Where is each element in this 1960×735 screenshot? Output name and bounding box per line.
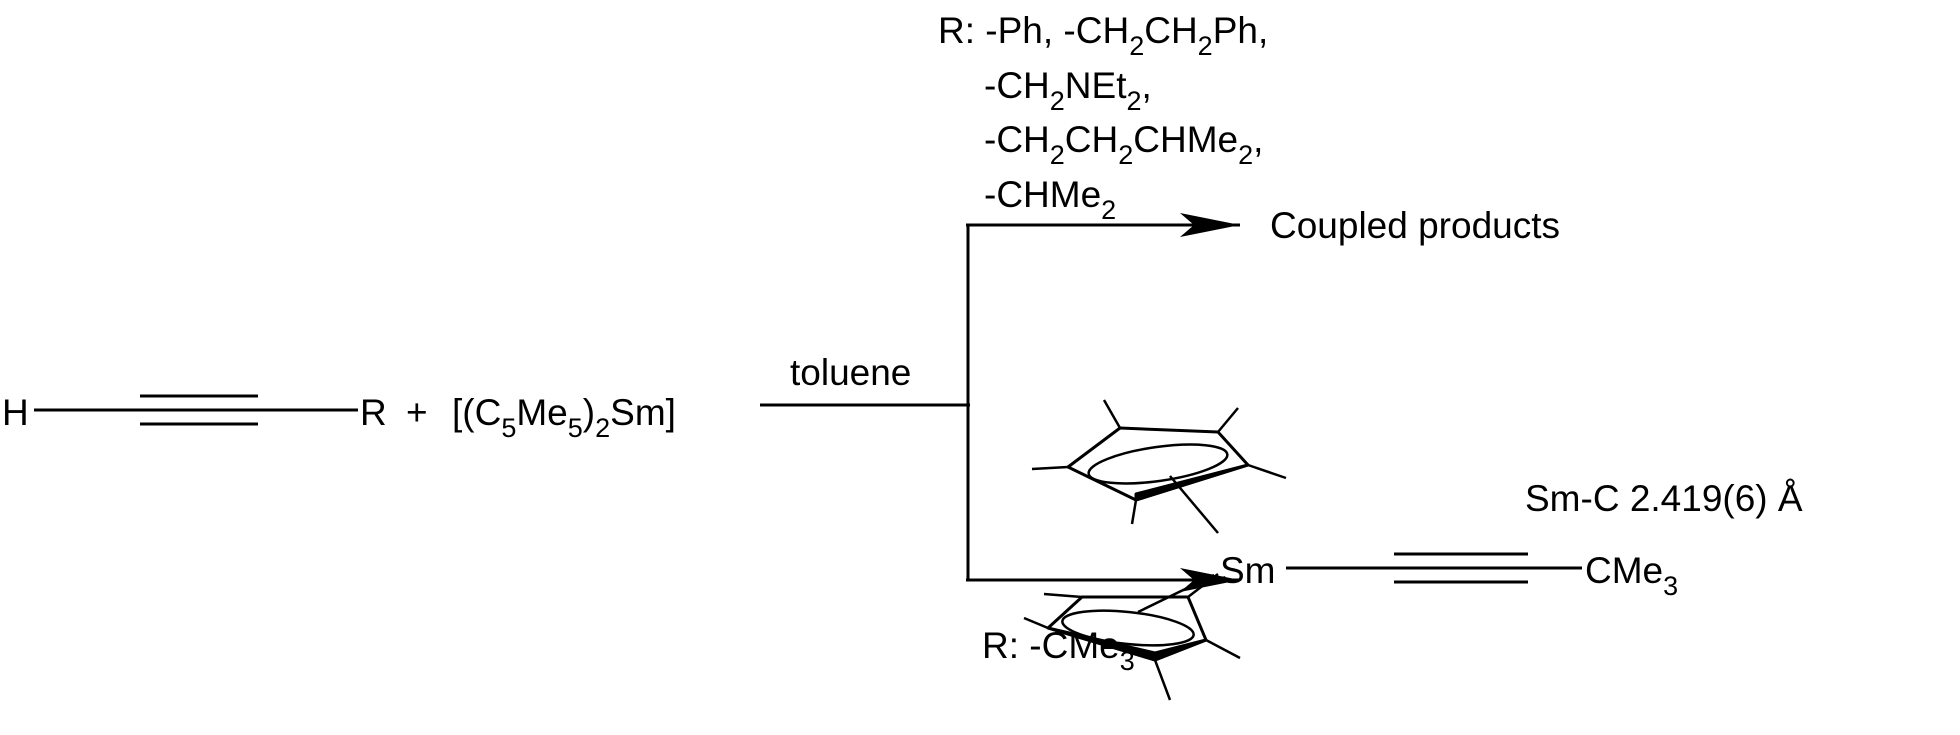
product-triple-bond xyxy=(1394,552,1528,584)
coupled-products-label: Coupled products xyxy=(1270,205,1560,246)
h-atom-label: H xyxy=(2,392,29,433)
upper-r-line-4: -CHMe2 xyxy=(984,174,1116,225)
samarocene-reagent: [(C5Me5)2Sm] xyxy=(452,392,676,443)
upper-r-line-1: R: -Ph, -CH2CH2Ph, xyxy=(938,10,1268,61)
upper-r-line-3: -CH2CH2CHMe2, xyxy=(984,119,1263,170)
solvent-label: toluene xyxy=(790,352,911,393)
lower-cp-star-ring xyxy=(1023,573,1241,701)
upper-r-substituents: R: -Ph, -CH2CH2Ph, -CH2NEt2, -CH2CH2CHMe… xyxy=(938,10,1268,225)
triple-bond xyxy=(140,394,258,426)
tert-butyl-label: CMe3 xyxy=(1585,550,1678,601)
r-group-label: R xyxy=(360,392,387,433)
bond-length-note: Sm-C 2.419(6) Å xyxy=(1525,478,1803,519)
samarium-alkynide-complex: Sm CMe3 Sm-C 2.419(6) Å xyxy=(1023,399,1803,701)
branching-arrow: toluene xyxy=(760,213,1240,592)
upper-cp-star-ring xyxy=(1031,399,1287,534)
upper-r-line-2: -CH2NEt2, xyxy=(984,65,1152,116)
terminal-alkyne: H R + xyxy=(2,392,428,433)
samarium-label: Sm xyxy=(1220,550,1276,591)
plus-sign: + xyxy=(406,392,428,433)
